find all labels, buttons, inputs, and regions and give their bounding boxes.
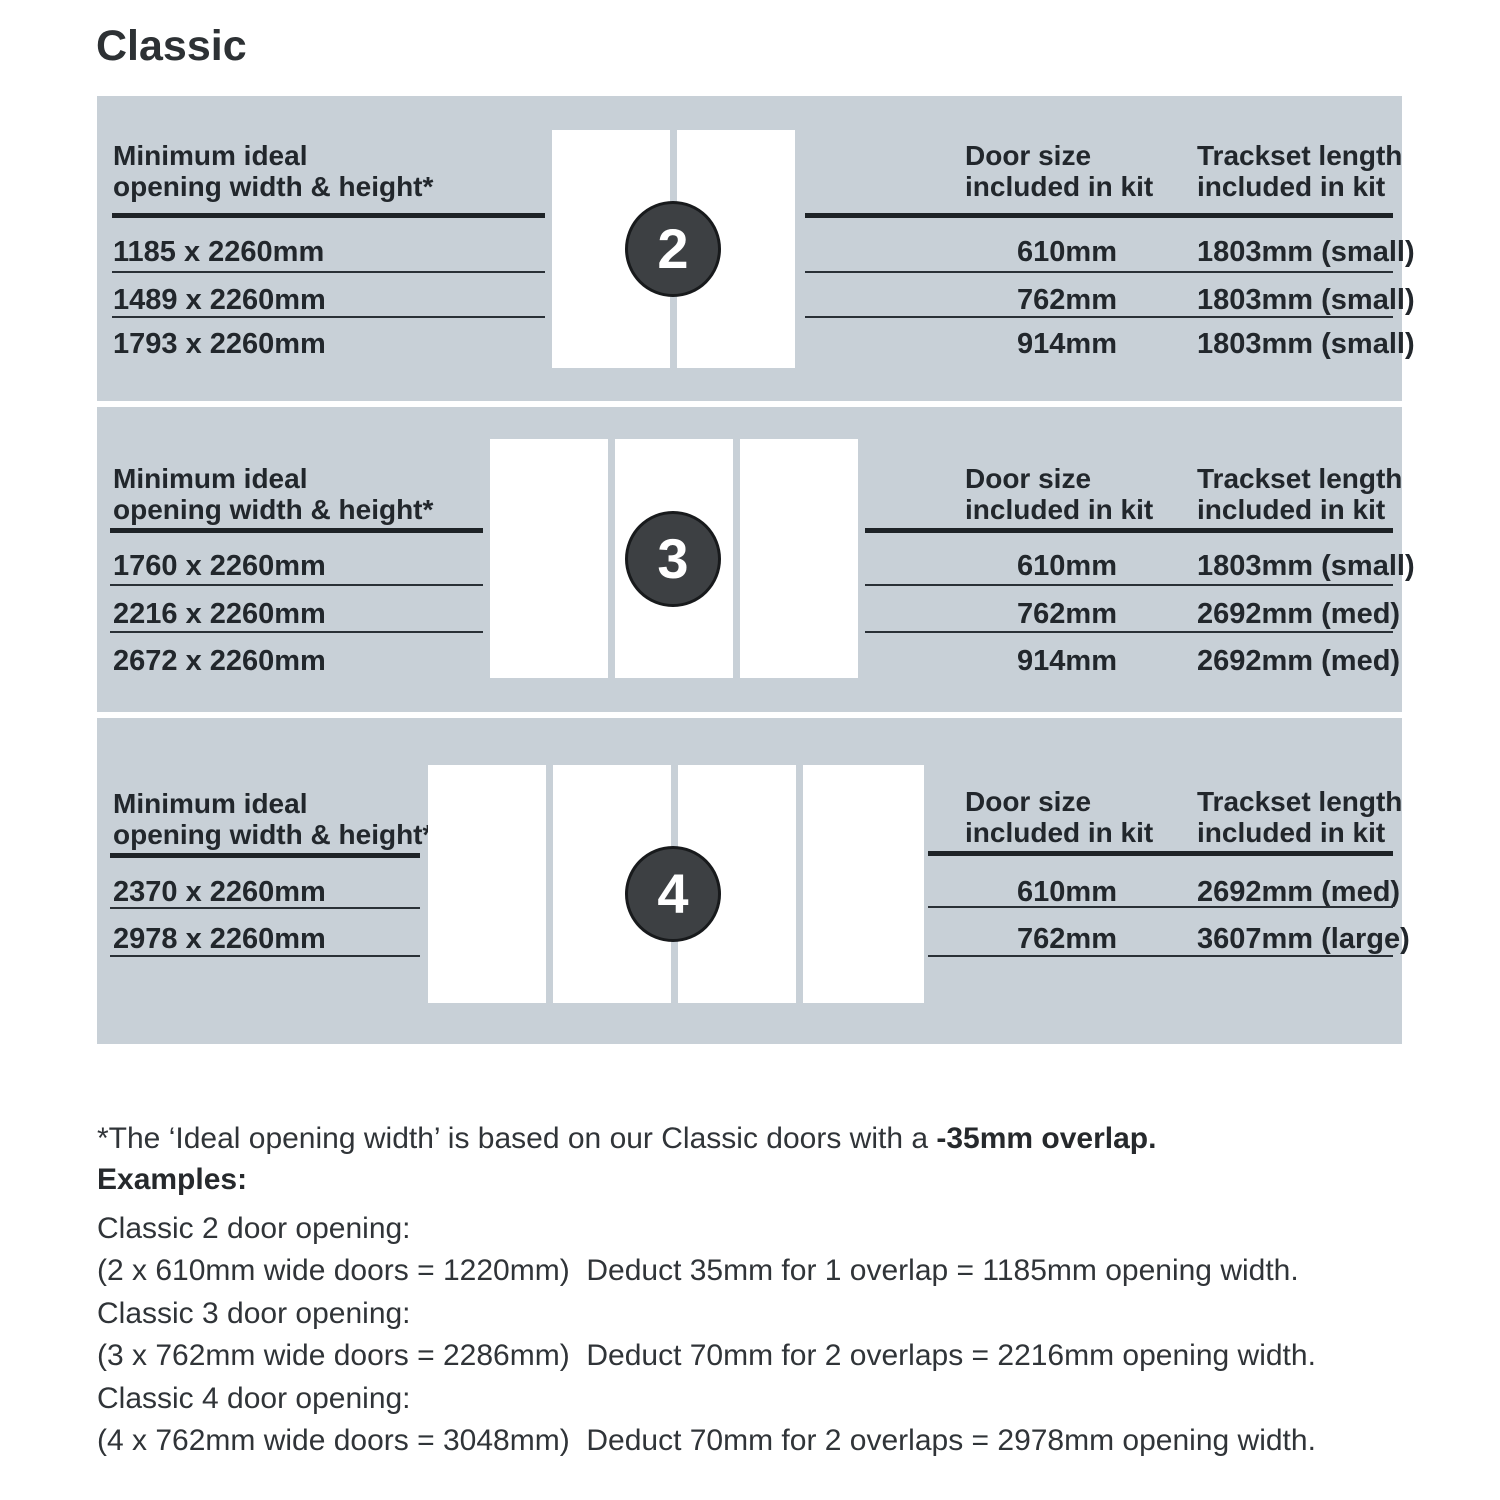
door-panel — [740, 439, 858, 678]
door-diagram-4 — [428, 765, 924, 1003]
opening-column-header: Minimum ideal opening width & height* — [113, 463, 433, 525]
page-title: Classic — [96, 22, 247, 70]
footnote-bold-text: -35mm overlap. — [936, 1122, 1157, 1155]
trackset-header-line1: Trackset length — [1197, 463, 1403, 494]
row-divider — [865, 631, 1393, 633]
trackset-header-line1: Trackset length — [1197, 786, 1403, 817]
trackset-length-value: 1803mm (small) — [1197, 328, 1415, 360]
overlap-footnote: *The ‘Ideal opening width’ is based on o… — [97, 1122, 1156, 1156]
example-2-door-detail: (2 x 610mm wide doors = 1220mm) Deduct 3… — [97, 1254, 1299, 1287]
section-3-door: Minimum ideal opening width & height* Do… — [97, 407, 1415, 712]
trackset-length-value: 2692mm (med) — [1197, 876, 1401, 908]
opening-column-header: Minimum ideal opening width & height* — [113, 140, 433, 202]
door-count-badge: 3 — [625, 511, 721, 607]
door-size-header-line1: Door size — [965, 140, 1092, 171]
door-diagram-3 — [490, 439, 858, 678]
header-rule — [110, 528, 483, 533]
trackset-header-line1: Trackset length — [1197, 140, 1403, 171]
example-2-door-label: Classic 2 door opening: — [97, 1212, 411, 1245]
opening-header-line1: Minimum ideal — [113, 463, 308, 494]
row-divider — [805, 316, 1393, 318]
row-divider — [928, 906, 1393, 908]
opening-header-line2: opening width & height* — [113, 171, 434, 202]
opening-header-line2: opening width & height* — [113, 494, 434, 525]
row-divider — [865, 584, 1393, 586]
door-count-badge: 4 — [625, 846, 721, 942]
examples-heading: Examples: — [97, 1163, 248, 1196]
row-divider — [112, 271, 545, 273]
door-size-value: 762mm — [1017, 598, 1117, 630]
opening-size-value: 1793 x 2260mm — [113, 328, 326, 360]
door-count-badge: 2 — [625, 201, 721, 297]
door-panel — [428, 765, 546, 1003]
door-size-value: 610mm — [1017, 550, 1117, 582]
opening-size-value: 1760 x 2260mm — [113, 550, 326, 582]
row-divider — [928, 955, 1393, 957]
opening-size-value: 2370 x 2260mm — [113, 876, 326, 908]
door-size-value: 610mm — [1017, 236, 1117, 268]
header-rule — [112, 213, 545, 218]
opening-header-line1: Minimum ideal — [113, 140, 308, 171]
trackset-header-line2: included in kit — [1197, 817, 1386, 848]
opening-size-value: 1489 x 2260mm — [113, 284, 326, 316]
trackset-length-value: 2692mm (med) — [1197, 645, 1401, 677]
door-size-value: 914mm — [1017, 645, 1117, 677]
trackset-column-header: Trackset length included in kit — [1197, 463, 1402, 525]
door-size-header-line2: included in kit — [965, 171, 1154, 202]
trackset-length-value: 1803mm (small) — [1197, 236, 1415, 268]
opening-size-value: 2672 x 2260mm — [113, 645, 326, 677]
footnote-text: *The ‘Ideal opening width’ is based on o… — [97, 1122, 937, 1155]
door-size-column-header: Door size included in kit — [965, 463, 1153, 525]
opening-size-value: 2216 x 2260mm — [113, 598, 326, 630]
trackset-length-value: 2692mm (med) — [1197, 598, 1401, 630]
opening-header-line2: opening width & height* — [113, 819, 434, 850]
door-panel — [490, 439, 608, 678]
row-divider — [110, 631, 483, 633]
trackset-length-value: 1803mm (small) — [1197, 550, 1415, 582]
trackset-length-value: 3607mm (large) — [1197, 923, 1410, 955]
example-3-door-label: Classic 3 door opening: — [97, 1297, 411, 1330]
example-3-door-detail: (3 x 762mm wide doors = 2286mm) Deduct 7… — [97, 1339, 1316, 1372]
opening-size-value: 2978 x 2260mm — [113, 923, 326, 955]
row-divider — [110, 584, 483, 586]
door-count-number: 3 — [657, 527, 689, 590]
door-size-value: 914mm — [1017, 328, 1117, 360]
door-size-header-line1: Door size — [965, 786, 1092, 817]
door-size-value: 762mm — [1017, 284, 1117, 316]
example-4-door-label: Classic 4 door opening: — [97, 1382, 411, 1415]
door-size-column-header: Door size included in kit — [965, 786, 1153, 848]
row-divider — [805, 271, 1393, 273]
door-count-number: 2 — [657, 217, 689, 280]
header-rule — [865, 528, 1393, 533]
row-divider — [110, 907, 420, 909]
trackset-column-header: Trackset length included in kit — [1197, 140, 1402, 202]
door-size-value: 610mm — [1017, 876, 1117, 908]
door-size-value: 762mm — [1017, 923, 1117, 955]
opening-column-header: Minimum ideal opening width & height* — [113, 788, 433, 850]
section-2-door: Minimum ideal opening width & height* Do… — [97, 96, 1415, 401]
header-rule — [805, 213, 1393, 218]
trackset-length-value: 1803mm (small) — [1197, 284, 1415, 316]
trackset-header-line2: included in kit — [1197, 494, 1386, 525]
door-size-header-line2: included in kit — [965, 494, 1154, 525]
door-size-header-line1: Door size — [965, 463, 1092, 494]
header-rule — [928, 851, 1393, 856]
section-4-door: Minimum ideal opening width & height* Do… — [97, 718, 1410, 1044]
example-4-door-detail: (4 x 762mm wide doors = 3048mm) Deduct 7… — [97, 1424, 1316, 1457]
trackset-column-header: Trackset length included in kit — [1197, 786, 1402, 848]
door-size-column-header: Door size included in kit — [965, 140, 1153, 202]
door-count-number: 4 — [657, 862, 689, 925]
row-divider — [112, 316, 545, 318]
row-divider — [110, 955, 420, 957]
opening-size-value: 1185 x 2260mm — [113, 236, 325, 268]
door-panel — [803, 765, 924, 1003]
header-rule — [110, 853, 420, 858]
door-size-header-line2: included in kit — [965, 817, 1154, 848]
opening-header-line1: Minimum ideal — [113, 788, 308, 819]
trackset-header-line2: included in kit — [1197, 171, 1386, 202]
